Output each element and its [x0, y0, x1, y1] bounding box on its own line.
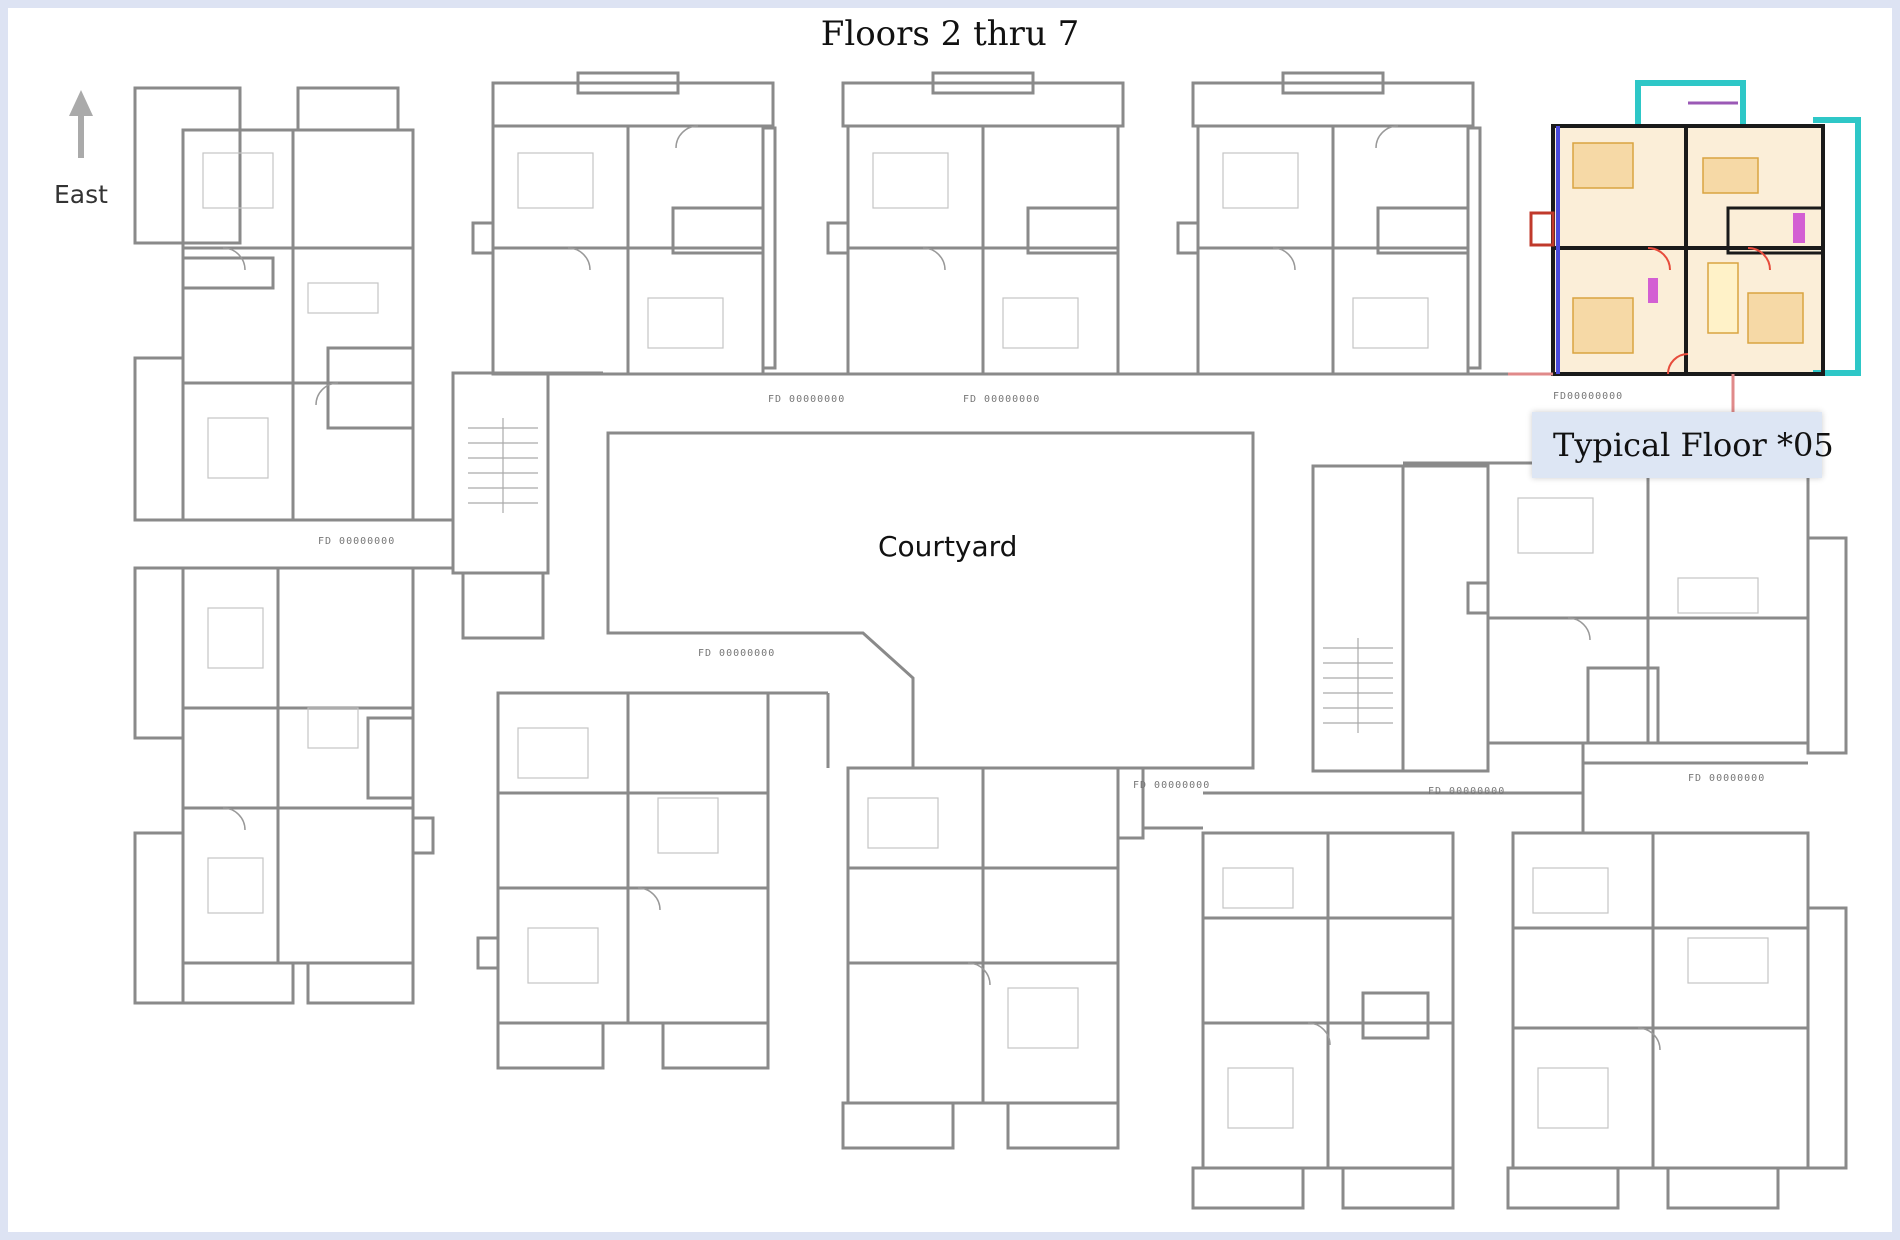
top-unit-1: [471, 71, 777, 376]
right-stair: [1323, 638, 1393, 733]
dim-label: FD 00000000: [1133, 780, 1211, 791]
furniture-hints: [202, 152, 1769, 1129]
door-swings: [222, 125, 1661, 1051]
typical-floor-label: Typical Floor *05: [1553, 426, 1834, 464]
bottom-unit-3: [1191, 791, 1583, 1210]
left-wing-unit-1: [133, 86, 415, 522]
right-core: [1311, 461, 1490, 773]
top-unit-2: [826, 71, 1125, 376]
dim-label: FD 00000000: [963, 394, 1041, 405]
floor-plan: [69, 71, 1861, 1210]
bottom-unit-2: [841, 766, 1203, 1150]
drawing-sheet: Floors 2 thru 7 East Courtyard Typical F…: [8, 8, 1892, 1232]
top-unit-3: [1176, 71, 1482, 376]
courtyard-label: Courtyard: [878, 530, 1018, 563]
up-arrow-icon: [69, 90, 93, 158]
left-wing-unit-2: [133, 566, 435, 1005]
dim-label: FD 00000000: [1688, 773, 1766, 784]
courtyard-outline: [606, 431, 1255, 770]
dim-label: FD 00000000: [1428, 786, 1506, 797]
dim-label: FD 00000000: [768, 394, 846, 405]
right-mid-unit: [1466, 461, 1848, 765]
page-title: Floors 2 thru 7: [820, 14, 1080, 54]
typical-unit-highlight: [1508, 80, 1861, 418]
north-label: East: [54, 180, 108, 209]
bottom-unit-1: [476, 691, 830, 1070]
typical-floor-badge: [1532, 412, 1822, 478]
dim-label: FD 00000000: [318, 536, 396, 547]
dim-label: FD 00000000: [698, 648, 776, 659]
bottom-unit-4: [1506, 743, 1848, 1210]
left-corridor: [183, 371, 603, 640]
dim-label: FD00000000: [1553, 391, 1624, 402]
left-stair: [468, 418, 538, 513]
